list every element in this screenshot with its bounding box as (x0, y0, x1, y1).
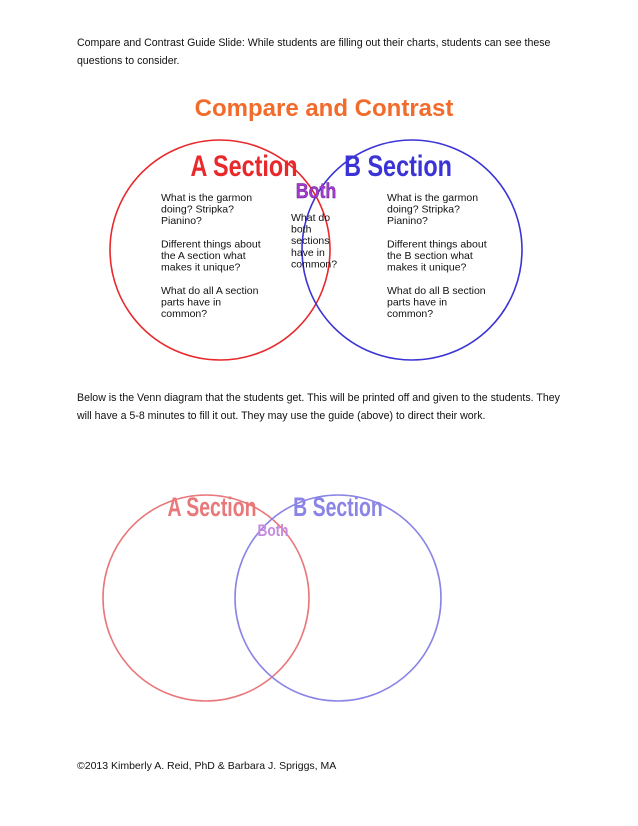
guide-header-a: A Section (190, 149, 297, 182)
question-line: makes it unique? (161, 262, 241, 274)
blank-circle-b (234, 494, 442, 702)
question-line: Pianino? (161, 215, 202, 227)
blank-header-a: A Section (168, 492, 257, 522)
question-line: common? (387, 308, 433, 320)
question-line: sections (291, 235, 330, 247)
question-line: What do all A section (161, 285, 259, 297)
question-line: What do all B section (387, 285, 486, 297)
blank-venn-diagram: A Section B Section Both (102, 492, 442, 702)
copyright-footer: ©2013 Kimberly A. Reid, PhD & Barbara J.… (77, 760, 337, 772)
question-line: the A section what (161, 250, 246, 262)
question-line: What is the garmon (161, 192, 252, 204)
guide-venn-diagram: Compare and Contrast A Section B Section… (109, 95, 523, 361)
question-line: the B section what (387, 250, 473, 262)
question-line: What do (291, 212, 330, 224)
question-line: both (291, 224, 312, 236)
question-line: parts have in (161, 296, 221, 308)
question-line: common? (161, 308, 207, 320)
question-line: doing? Stripka? (161, 204, 234, 216)
intro-paragraph: Compare and Contrast Guide Slide: While … (77, 37, 551, 67)
guide-header-b: B Section (344, 149, 452, 182)
blank-header-b: B Section (293, 492, 383, 522)
guide-header-both: Both (296, 180, 337, 204)
question-line: have in (291, 247, 325, 259)
question-line: common? (291, 258, 337, 270)
blank-circle-a (102, 494, 310, 702)
question-line: doing? Stripka? (387, 204, 460, 216)
blank-header-both: Both (258, 522, 289, 541)
question-line: makes it unique? (387, 262, 467, 274)
question-line: Pianino? (387, 215, 428, 227)
question-line: What is the garmon (387, 192, 478, 204)
guide-circle-b (301, 139, 523, 361)
question-line: Different things about (161, 238, 261, 250)
question-line: parts have in (387, 296, 447, 308)
instructions-paragraph: Below is the Venn diagram that the stude… (77, 392, 560, 422)
question-line: Different things about (387, 238, 487, 250)
guide-circle-a (109, 139, 331, 361)
guide-title: Compare and Contrast (195, 95, 454, 122)
